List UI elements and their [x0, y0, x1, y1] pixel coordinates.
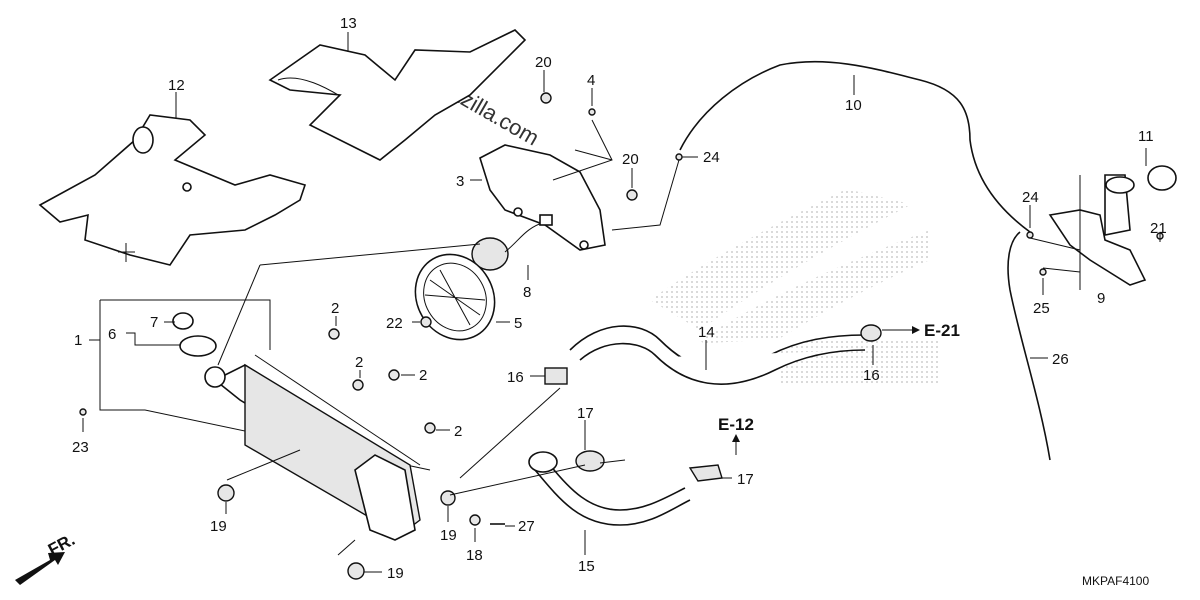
part-9-reserve-tank — [1048, 174, 1147, 286]
callout-17a: 17 — [577, 405, 594, 422]
callout-22: 22 — [386, 315, 403, 332]
ref-e12: E-12 — [718, 415, 754, 434]
callout-11: 11 — [1138, 128, 1154, 145]
part-10-tube — [679, 60, 1031, 233]
part-26-drain-tube — [1007, 231, 1051, 461]
callout-24b: 24 — [1022, 189, 1039, 206]
callout-5: 5 — [514, 315, 522, 332]
part-13-cover — [268, 29, 527, 161]
callout-16a: 16 — [507, 369, 524, 386]
part-5-fan — [414, 253, 496, 341]
ref-e21: E-21 — [924, 321, 960, 340]
callout-23: 23 — [72, 439, 89, 456]
callout-19a: 19 — [210, 518, 227, 535]
callout-15: 15 — [578, 558, 595, 575]
callout-8: 8 — [523, 284, 531, 301]
callout-9: 9 — [1097, 290, 1105, 307]
callout-17b: 17 — [737, 471, 754, 488]
callout-20b: 20 — [622, 151, 639, 168]
callout-1: 1 — [74, 332, 82, 349]
part-8-fan-motor — [471, 214, 553, 271]
part-1-radiator — [204, 363, 421, 541]
callout-16b: 16 — [863, 367, 880, 384]
callout-13: 13 — [340, 15, 357, 32]
callout-19c: 19 — [387, 565, 404, 582]
callout-20a: 20 — [535, 54, 552, 71]
callout-27: 27 — [518, 518, 535, 535]
callout-6: 6 — [108, 326, 116, 343]
callout-10: 10 — [845, 97, 862, 114]
callout-2c: 2 — [419, 367, 427, 384]
diagram-code: MKPAF4100 — [1082, 574, 1149, 588]
callout-7: 7 — [150, 314, 158, 331]
reference-arrows — [732, 326, 920, 455]
callout-19b: 19 — [440, 527, 457, 544]
callout-26: 26 — [1052, 351, 1069, 368]
part-12-cover — [38, 114, 307, 266]
part-15-lower-hose — [528, 450, 723, 526]
callout-24a: 24 — [703, 149, 720, 166]
callout-2a: 2 — [331, 300, 339, 317]
callout-18: 18 — [466, 547, 483, 564]
callout-25: 25 — [1033, 300, 1050, 317]
callout-2d: 2 — [454, 423, 462, 440]
small-fasteners — [79, 92, 1164, 580]
callout-4: 4 — [587, 72, 595, 89]
part-6-radiator-cap — [172, 312, 217, 357]
background-wing-logo — [650, 150, 940, 385]
callout-14: 14 — [698, 324, 715, 341]
leader-lines — [82, 32, 1161, 573]
part-11-tank-cap — [1147, 165, 1177, 191]
part-3-fan-shroud — [479, 144, 606, 251]
part-14-upper-hose — [544, 324, 882, 385]
callout-2b: 2 — [355, 354, 363, 371]
callout-3: 3 — [456, 173, 464, 190]
callout-21: 21 — [1150, 220, 1167, 237]
front-direction-arrow — [15, 552, 65, 585]
callout-12: 12 — [168, 77, 185, 94]
